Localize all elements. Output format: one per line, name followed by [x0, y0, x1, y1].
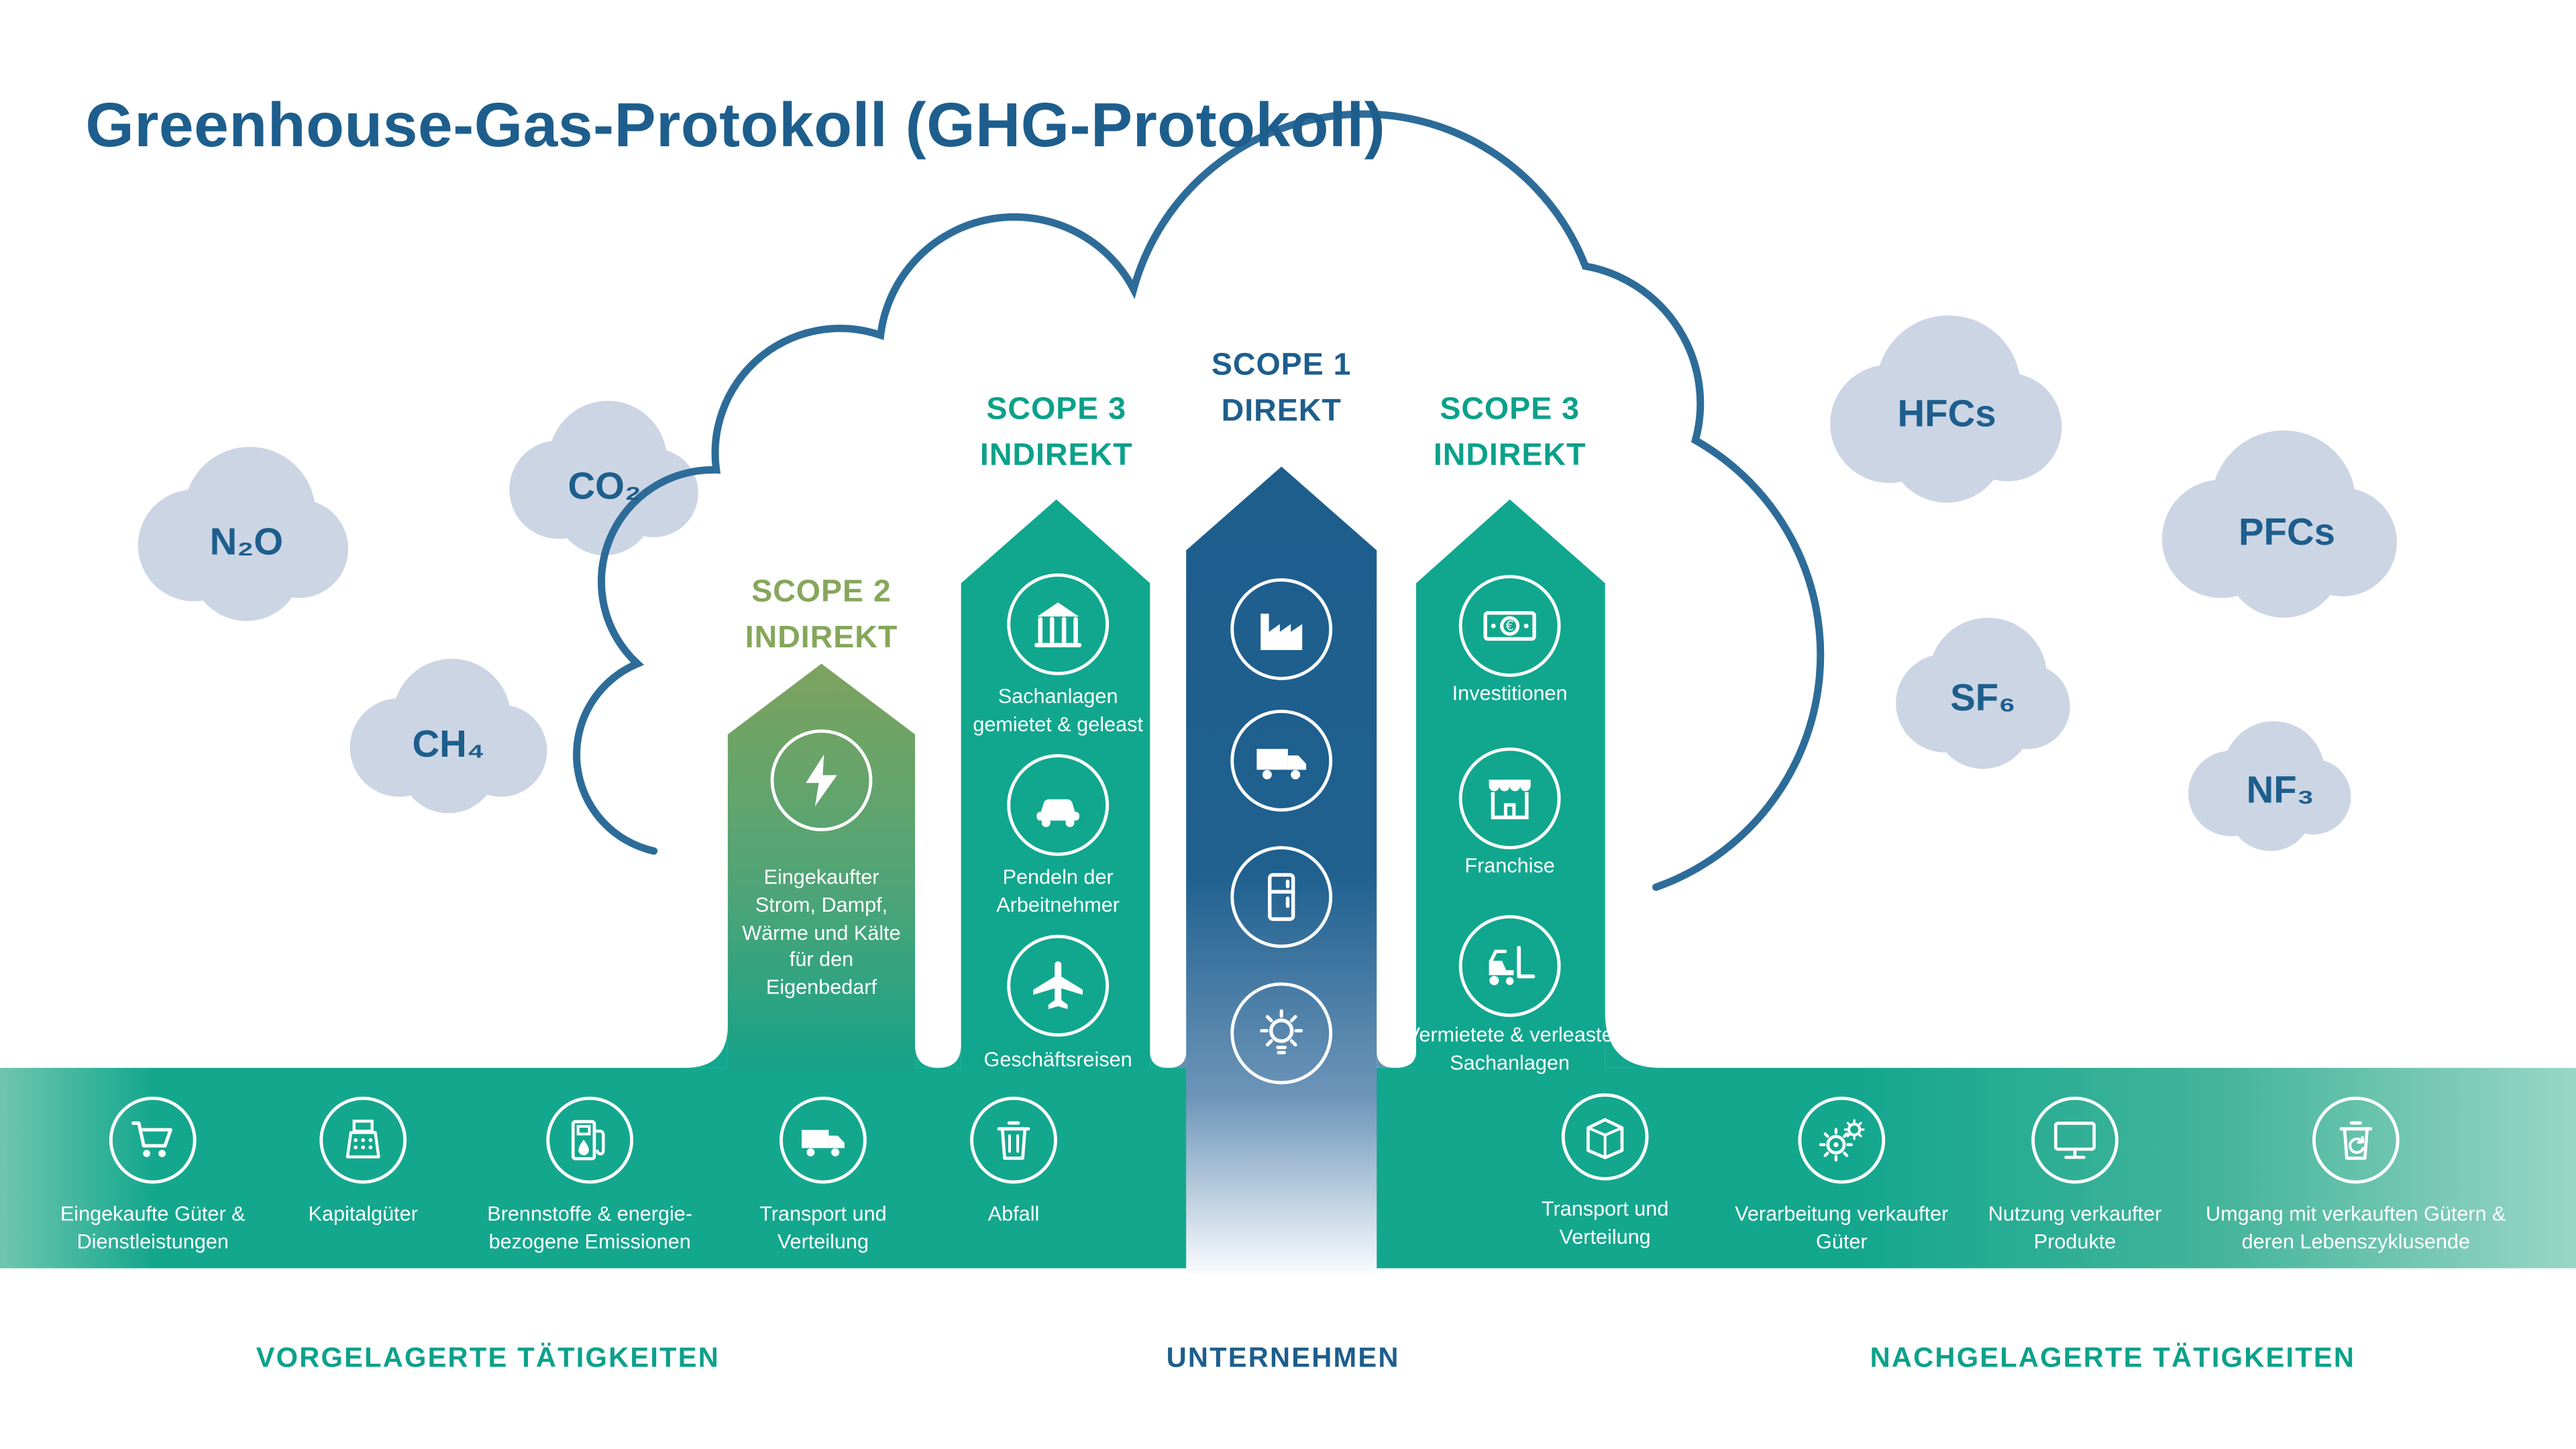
package-icon — [1561, 1093, 1649, 1181]
recycle-trash-icon — [2312, 1096, 2400, 1184]
scope2-title: SCOPE 2 INDIREKT — [745, 575, 898, 655]
fridge-icon — [1230, 846, 1333, 949]
scope1-title: SCOPE 1 DIREKT — [1211, 348, 1352, 429]
gas-label-pfcs: PFCs — [2238, 510, 2335, 553]
factory-icon — [1230, 578, 1333, 680]
company-cloud-outline — [573, 110, 1825, 891]
gas-label-ch4: CH₄ — [412, 722, 485, 765]
band-item-label: Eingekaufte Güter & Dienstleistungen — [60, 1202, 246, 1253]
scope3-right-title: SCOPE 3 INDIREKT — [1433, 392, 1587, 473]
forklift-icon — [1458, 915, 1561, 1017]
truck-icon — [780, 1096, 867, 1184]
money-icon — [1458, 575, 1561, 677]
gas-label-n2o: N₂O — [209, 520, 284, 563]
shop-icon — [1458, 747, 1561, 850]
gas-cloud-ch4 — [350, 659, 547, 814]
gears-icon — [1798, 1096, 1886, 1184]
cart-icon — [109, 1096, 197, 1184]
band-item-label: Abfall — [987, 1202, 1040, 1226]
scope3-left-item-label: Geschäftsreisen — [983, 1048, 1132, 1071]
gas-label-hfcs: HFCs — [1897, 392, 1996, 435]
scope3-right-item-label: Vermietete & verleaste Sachanlagen — [1406, 1023, 1613, 1075]
scope3-left-item-label: Pendeln der Arbeitnehmer — [996, 865, 1120, 916]
gas-label-sf6: SF₆ — [1950, 676, 2016, 719]
trash-icon — [970, 1096, 1057, 1184]
band-item-label: Kapitalgüter — [308, 1202, 418, 1226]
scope3-left-title: SCOPE 3 INDIREKT — [979, 392, 1133, 473]
band-item-label: Transport und Verteilung — [759, 1202, 887, 1253]
gas-cloud-sf6 — [1896, 617, 2070, 769]
footer-downstream-label: NACHGELAGERTE TÄTIGKEITEN — [1870, 1342, 2356, 1374]
gas-cloud-n2o — [138, 447, 349, 621]
monitor-icon — [2031, 1096, 2118, 1184]
band-item-label: Transport und Verteilung — [1541, 1197, 1669, 1248]
gas-cloud-hfcs — [1830, 315, 2062, 503]
cash-register-icon — [319, 1096, 407, 1184]
band-item-label: Nutzung verkaufter Produkte — [1988, 1202, 2162, 1253]
footer-company-label: UNTERNEHMEN — [1166, 1342, 1400, 1374]
gas-cloud-co2 — [509, 400, 698, 555]
truck-icon — [1230, 709, 1333, 812]
scope3-left-item-label: Sachanlagen gemietet & geleast — [973, 685, 1143, 736]
gas-label-nf3: NF₃ — [2246, 767, 2314, 811]
page-title: Greenhouse-Gas-Protokoll (GHG-Protokoll) — [85, 92, 1386, 162]
fuel-icon — [546, 1096, 634, 1184]
footer-upstream-label: VORGELAGERTE TÄTIGKEITEN — [256, 1342, 720, 1374]
gas-label-co2: CO₂ — [568, 464, 642, 507]
band-item-label: Verarbeitung verkaufter Güter — [1735, 1202, 1949, 1253]
gas-cloud-nf3 — [2188, 721, 2351, 851]
lightbulb-icon — [1230, 982, 1333, 1085]
band-item-label: Umgang mit verkauften Gütern & deren Leb… — [2206, 1202, 2506, 1253]
scope2-item-label: Eingekaufter Strom, Dampf, Wärme und Käl… — [742, 865, 901, 999]
lightning-icon — [770, 729, 873, 832]
scope3-right-item-label: Investitionen — [1452, 682, 1568, 705]
band-item-label: Brennstoffe & energie-bezogene Emissione… — [487, 1202, 693, 1253]
building-icon — [1007, 573, 1110, 676]
gas-cloud-pfcs — [2161, 430, 2398, 618]
car-icon — [1007, 754, 1110, 856]
plane-icon — [1007, 934, 1110, 1037]
scope3-right-item-label: Franchise — [1464, 854, 1555, 877]
